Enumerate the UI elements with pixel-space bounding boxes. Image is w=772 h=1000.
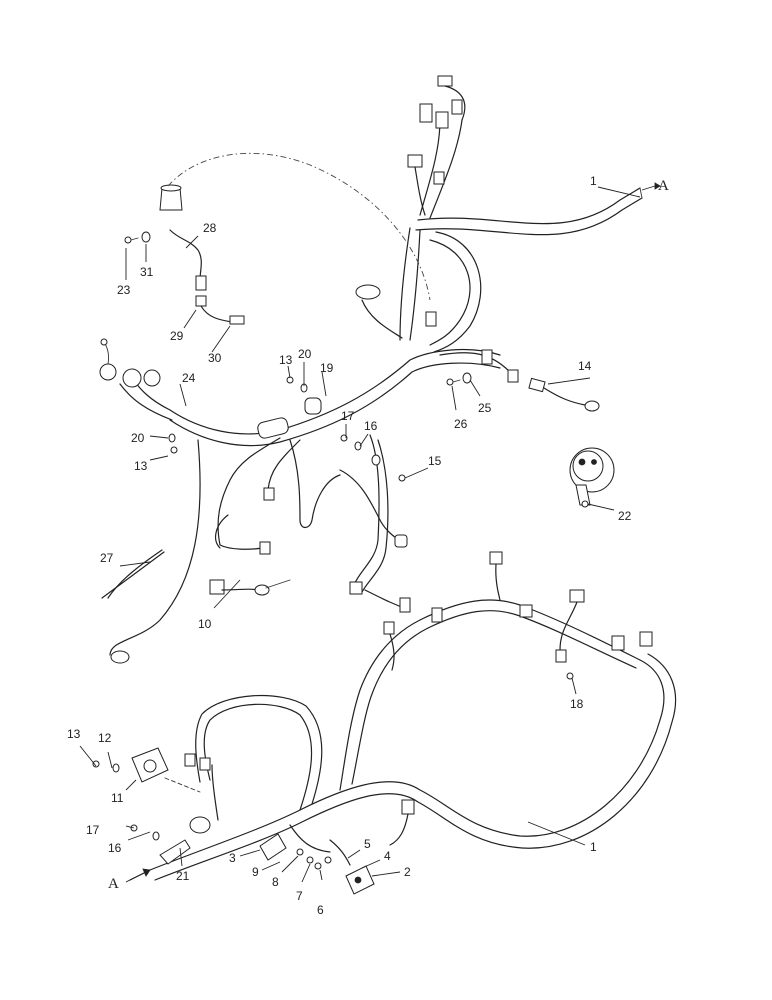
callout-10: 10 [198, 617, 212, 631]
callout-22: 22 [618, 509, 632, 523]
callout-9: 9 [252, 865, 259, 879]
callout-20-top: 20 [298, 347, 312, 361]
upper-harness [99, 75, 643, 664]
callout-2: 2 [404, 865, 411, 879]
callout-labels: 1 1 2 3 4 5 6 7 8 9 10 11 12 13 13 13 14… [67, 174, 669, 917]
callout-8: 8 [272, 875, 279, 889]
callout-3: 3 [229, 851, 236, 865]
callout-17-upper: 17 [341, 409, 355, 423]
callout-7: 7 [296, 889, 303, 903]
lower-harness [92, 551, 677, 895]
callout-17-lower: 17 [86, 823, 100, 837]
callout-23: 23 [117, 283, 131, 297]
horn-part [569, 447, 615, 508]
callout-16-lower: 16 [108, 841, 122, 855]
callout-26: 26 [454, 417, 468, 431]
callout-13-top: 13 [279, 353, 293, 367]
callout-30: 30 [208, 351, 222, 365]
callout-14: 14 [578, 359, 592, 373]
callout-24: 24 [182, 371, 196, 385]
connector-mark-a-upper: A [658, 178, 669, 194]
callout-16-upper: 16 [364, 419, 378, 433]
callout-29: 29 [170, 329, 184, 343]
callout-1-lower: 1 [590, 840, 597, 854]
callout-27: 27 [100, 551, 114, 565]
leader-lines [79, 186, 641, 883]
callout-28: 28 [203, 221, 217, 235]
callout-13-mid: 13 [134, 459, 148, 473]
callout-25: 25 [478, 401, 492, 415]
callout-6: 6 [317, 903, 324, 917]
callout-31: 31 [140, 265, 154, 279]
callout-19: 19 [320, 361, 334, 375]
connector-mark-a-lower: A [108, 876, 119, 892]
callout-21: 21 [176, 869, 190, 883]
callout-1-upper: 1 [590, 174, 597, 188]
callout-20-left: 20 [131, 431, 145, 445]
callout-18: 18 [570, 697, 584, 711]
callout-12: 12 [98, 731, 112, 745]
callout-13-left: 13 [67, 727, 81, 741]
callout-5: 5 [364, 837, 371, 851]
callout-11: 11 [111, 791, 124, 805]
callout-15: 15 [428, 454, 442, 468]
connector-arrows [125, 182, 661, 883]
callout-4: 4 [384, 849, 391, 863]
